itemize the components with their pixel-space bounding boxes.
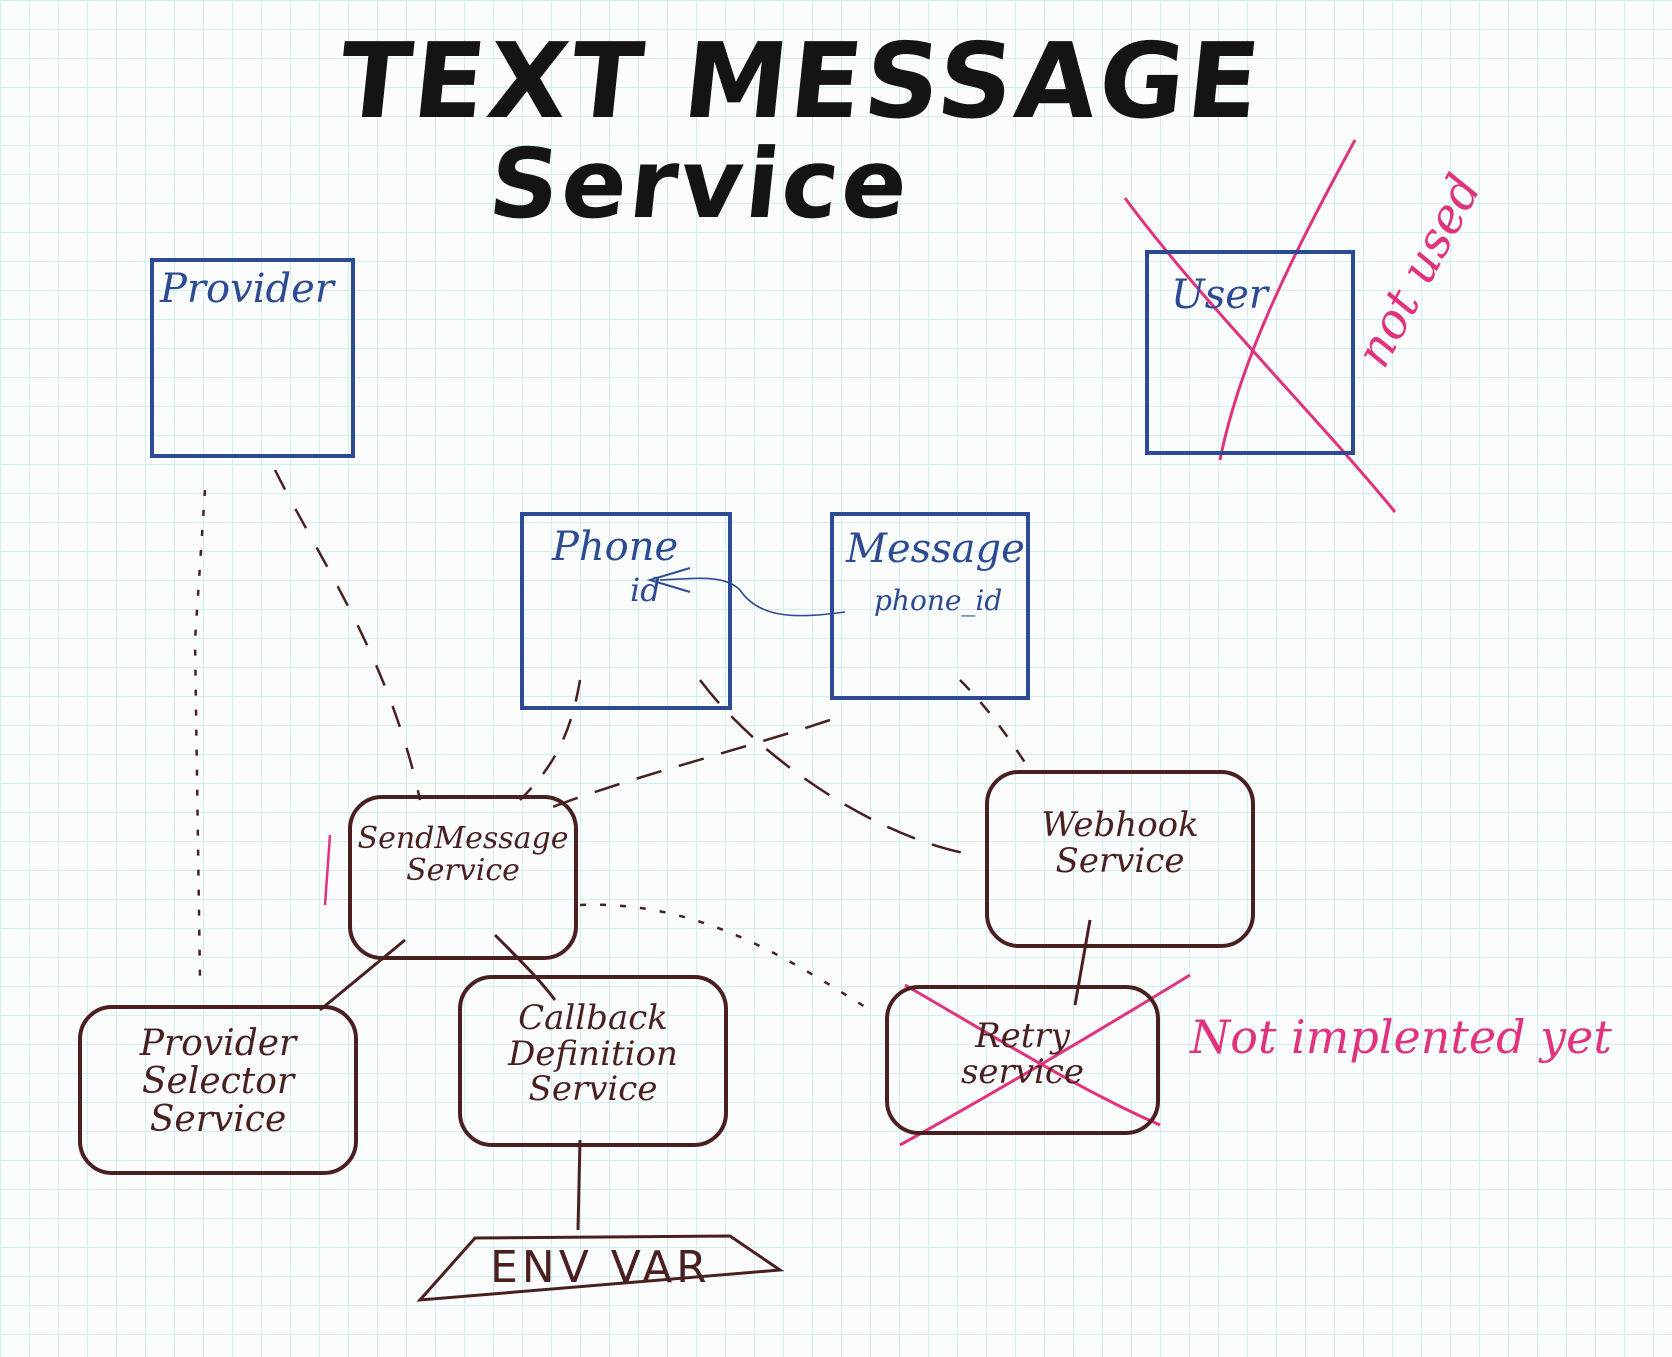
entity-message-box: Message phone_id: [830, 512, 1030, 700]
service-callback-definition-label: Callback Definition Service: [508, 998, 678, 1110]
strike-retry-2: [899, 973, 1191, 1147]
arrowhead-phone-id: [646, 567, 691, 593]
entity-user-label: User: [1171, 272, 1269, 318]
service-send-message-label: SendMessage Service: [357, 821, 569, 888]
connector-message-to-webhook: [959, 679, 1032, 771]
service-webhook-box: Webhook Service: [985, 770, 1255, 948]
env-var-shape: [416, 1234, 785, 1302]
entity-message-label: Message: [846, 526, 1025, 572]
connector-phone-id-to-message: [659, 577, 846, 617]
service-callback-definition-box: Callback Definition Service: [458, 975, 728, 1147]
connector-provider-to-selector: [193, 489, 207, 981]
connector-callback-to-env: [576, 1139, 582, 1231]
service-send-message-box: SendMessage Service: [348, 795, 578, 960]
connector-provider-to-send: [273, 469, 422, 801]
connector-send-to-selector: [319, 938, 406, 1012]
env-var-label: ENV VAR: [490, 1242, 711, 1293]
connector-phone-to-webhook: [699, 679, 976, 857]
entity-message-field: phone_id: [874, 584, 1003, 617]
pink-tick-send: [323, 834, 332, 906]
entity-phone-label: Phone: [552, 524, 679, 570]
connector-message-to-send: [544, 718, 831, 812]
connector-phone-to-send: [519, 679, 582, 801]
strike-user-2: [1218, 139, 1357, 461]
annotation-not-implemented: Not implented yet: [1190, 1010, 1612, 1064]
connector-send-to-callback: [493, 933, 557, 1001]
service-retry-box: Retry service: [885, 985, 1160, 1135]
service-webhook-label: Webhook Service: [1041, 805, 1199, 881]
service-provider-selector-box: Provider Selector Service: [78, 1005, 358, 1175]
entity-provider-box: Provider: [150, 258, 355, 458]
entity-provider-label: Provider: [160, 266, 334, 312]
connector-webhook-to-retry: [1073, 919, 1092, 1006]
entity-phone-box: Phone id: [520, 512, 732, 710]
service-provider-selector-label: Provider Selector Service: [139, 1023, 297, 1140]
connector-send-to-retry: [579, 903, 871, 1012]
entity-phone-field: id: [630, 571, 661, 609]
strike-user-1: [1123, 197, 1397, 513]
service-retry-label: Retry service: [960, 1016, 1085, 1092]
entity-user-box: User: [1145, 250, 1355, 455]
